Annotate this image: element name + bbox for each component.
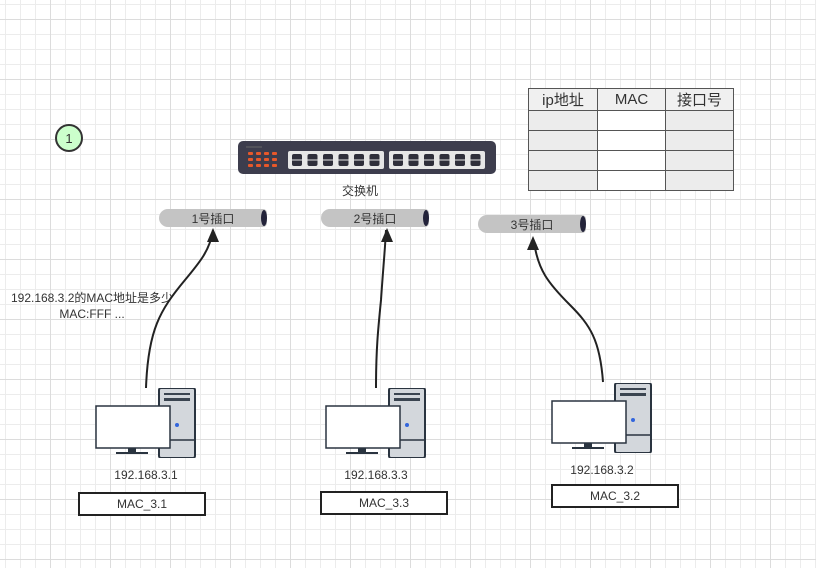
port-label: 2号插口	[353, 211, 397, 226]
desktop-computer-icon	[95, 388, 196, 458]
port-label: 1号插口	[191, 211, 235, 226]
query-line-1: 192.168.3.2的MAC地址是多少	[10, 291, 174, 305]
table-header-row: ip地址 MAC 接口号	[528, 88, 734, 111]
network-switch-icon	[238, 141, 496, 174]
header-ip: ip地址	[528, 88, 598, 111]
status-led	[264, 158, 269, 161]
cable-end-icon	[423, 210, 429, 226]
desktop-computer-icon	[551, 383, 652, 453]
connection-arrow-1	[145, 229, 214, 389]
mac-address-table: ip地址 MAC 接口号	[528, 88, 734, 191]
cell-mac	[597, 150, 666, 171]
cell-port	[665, 170, 734, 191]
status-led	[256, 152, 261, 155]
status-led	[264, 152, 269, 155]
status-led	[272, 152, 277, 155]
connection-arrow-3	[533, 241, 604, 383]
table-row	[528, 170, 734, 191]
status-led	[272, 164, 277, 167]
table-row	[528, 150, 734, 171]
host-mac-box: MAC_3.1	[78, 492, 206, 516]
host-mac-label: MAC_3.3	[358, 496, 410, 510]
query-line-2: MAC:FFF ...	[59, 307, 125, 321]
host-ip-label: 192.168.3.3	[344, 468, 408, 482]
cell-ip	[528, 150, 598, 171]
cell-port	[665, 150, 734, 171]
cell-ip	[528, 170, 598, 191]
host-mac-box: MAC_3.2	[551, 484, 679, 508]
cell-mac	[597, 170, 666, 191]
status-led	[248, 164, 253, 167]
arrowhead-icon	[381, 228, 393, 242]
step-badge: 1	[55, 124, 83, 152]
arrowhead-icon	[207, 228, 219, 242]
host-mac-label: MAC_3.1	[116, 497, 168, 511]
status-led	[256, 164, 261, 167]
port-label: 3号插口	[510, 217, 554, 232]
host-ip-label: 192.168.3.2	[570, 463, 634, 477]
switch-label: 交换机	[341, 184, 378, 198]
status-led	[248, 152, 253, 155]
arp-query-message: 192.168.3.2的MAC地址是多少 MAC:FFF ...	[2, 290, 182, 322]
cable-end-icon	[580, 216, 586, 232]
status-leds	[248, 152, 277, 167]
table-row	[528, 130, 734, 151]
status-led	[264, 164, 269, 167]
table-row	[528, 110, 734, 131]
header-port: 接口号	[665, 88, 734, 111]
host-mac-label: MAC_3.2	[589, 489, 641, 503]
port-2[interactable]: 2号插口	[321, 209, 429, 227]
cell-mac	[597, 130, 666, 151]
status-led	[248, 158, 253, 161]
cable-end-icon	[261, 210, 267, 226]
connection-arrow-2	[375, 229, 387, 389]
port-1[interactable]: 1号插口	[159, 209, 267, 227]
status-led	[272, 158, 277, 161]
arrowhead-icon	[527, 236, 539, 250]
host-mac-box: MAC_3.3	[320, 491, 448, 515]
header-mac: MAC	[597, 88, 666, 111]
host-ip-label: 192.168.3.1	[114, 468, 178, 482]
step-number: 1	[65, 130, 73, 146]
desktop-computer-icon	[325, 388, 426, 458]
status-led	[256, 158, 261, 161]
port-3[interactable]: 3号插口	[478, 215, 586, 233]
